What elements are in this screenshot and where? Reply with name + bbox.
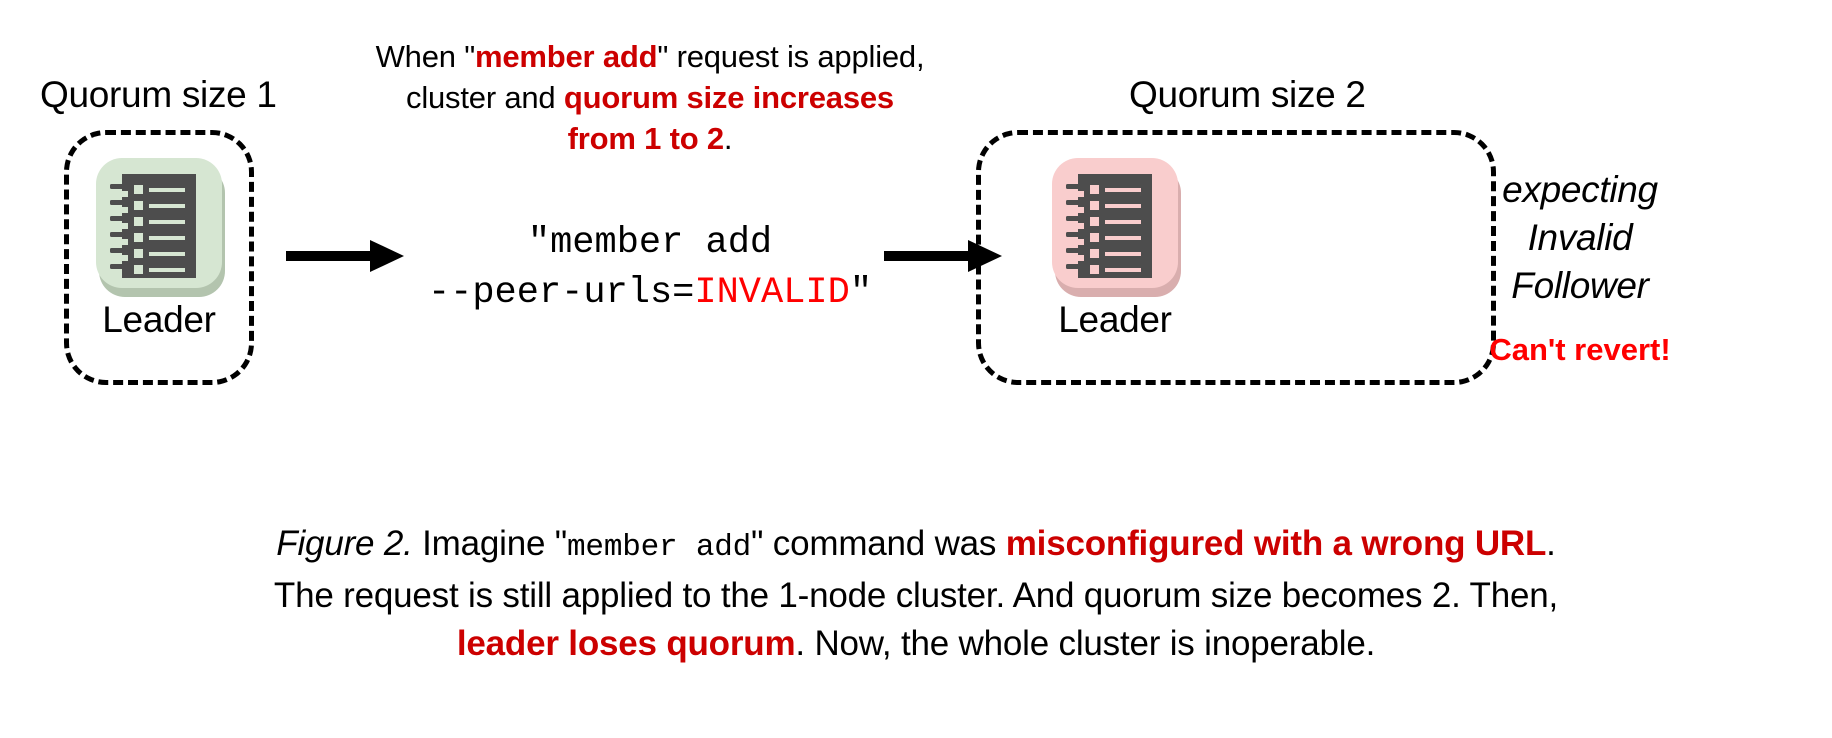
arrow-right-icon bbox=[286, 240, 404, 272]
caption-t2: " command was bbox=[751, 524, 1006, 563]
left-cluster-box bbox=[64, 130, 254, 385]
notebook-icon-glyph bbox=[110, 174, 196, 278]
caption-line-2: The request is still applied to the 1-no… bbox=[273, 576, 1559, 615]
caption-t3: . bbox=[1546, 524, 1556, 563]
right-cluster-title: Quorum size 2 bbox=[1129, 74, 1366, 115]
caption-mono-command: member add bbox=[567, 530, 752, 565]
top-note-l1-pre: When " bbox=[375, 39, 476, 74]
right-cluster-box bbox=[976, 130, 1496, 385]
notebook-icon-invalid bbox=[1052, 158, 1181, 297]
command-line-1: "member add bbox=[527, 222, 773, 264]
left-node-label: Leader bbox=[102, 299, 216, 340]
top-note: When "member add" request is applied, cl… bbox=[336, 36, 964, 159]
top-note-l2-pre: cluster and bbox=[406, 80, 564, 115]
left-cluster-node: Leader bbox=[84, 158, 234, 342]
notebook-icon-plate-2 bbox=[1052, 158, 1178, 288]
left-cluster-title: Quorum size 1 bbox=[40, 74, 277, 115]
notebook-icon-plate bbox=[96, 158, 222, 288]
command-l2-invalid: INVALID bbox=[694, 272, 850, 314]
command-line-2: --peer-urls=INVALID" bbox=[420, 268, 880, 318]
caption-emphasis-1: misconfigured with a wrong URL bbox=[1005, 524, 1547, 563]
top-note-line-3: from 1 to 2. bbox=[336, 118, 964, 159]
expecting-follower-block: expecting Invalid Follower Can't revert! bbox=[1430, 166, 1730, 368]
top-note-l3-post: . bbox=[723, 121, 733, 156]
command-l2-pre: --peer-urls= bbox=[427, 272, 695, 314]
right-node-label: Leader bbox=[1058, 299, 1172, 340]
caption-t5: . Now, the whole cluster is inoperable. bbox=[795, 624, 1376, 663]
caption-t1: Imagine " bbox=[412, 524, 568, 563]
command-text: "member add --peer-urls=INVALID" bbox=[420, 218, 880, 318]
top-note-l2-emphasis: quorum size increases bbox=[563, 80, 894, 115]
top-note-l1-emphasis: member add bbox=[475, 39, 658, 74]
notebook-icon bbox=[96, 158, 225, 297]
notebook-icon-glyph-2 bbox=[1066, 174, 1152, 278]
expect-line-1: expecting bbox=[1502, 169, 1658, 210]
top-note-l1-post: " request is applied, bbox=[657, 39, 925, 74]
figure-caption: Figure 2. Imagine "member add" command w… bbox=[60, 520, 1772, 668]
expect-line-2: Invalid bbox=[1527, 217, 1633, 258]
command-l2-post: " bbox=[849, 272, 873, 314]
cant-revert-warning: Can't revert! bbox=[1489, 332, 1671, 367]
expect-line-3: Follower bbox=[1511, 265, 1649, 306]
right-cluster-node: Leader bbox=[1040, 158, 1190, 342]
top-note-line-1: When "member add" request is applied, bbox=[336, 36, 964, 77]
caption-line-1: Figure 2. Imagine "member add" command w… bbox=[60, 520, 1772, 572]
top-note-line-2: cluster and quorum size increases bbox=[336, 77, 964, 118]
caption-figure-label: Figure 2. bbox=[276, 524, 413, 563]
caption-emphasis-2: leader loses quorum bbox=[456, 624, 796, 663]
top-note-l3-emphasis: from 1 to 2 bbox=[567, 121, 724, 156]
caption-line-3: leader loses quorum. Now, the whole clus… bbox=[60, 620, 1772, 668]
